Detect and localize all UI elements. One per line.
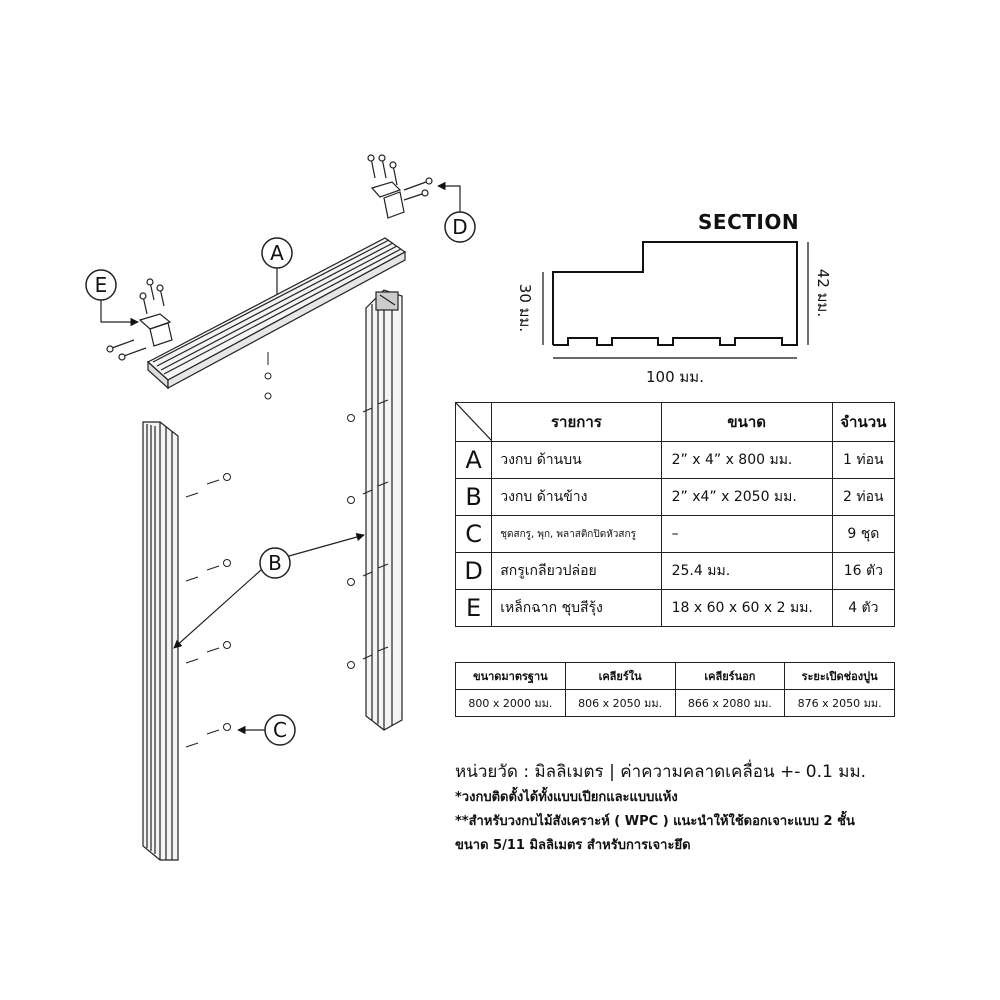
standard-size-table: ขนาดมาตรฐาน เคลียร์ใน เคลียร์นอก ระยะเปิ… — [455, 662, 895, 717]
row-letter: D — [454, 552, 493, 590]
section-profile — [552, 241, 798, 346]
std-value-inner-clearance: 806 x 2050 มม. — [564, 689, 676, 717]
row-qty: 1 ท่อน — [831, 441, 896, 479]
callout-a — [261, 237, 293, 295]
row-size: – — [660, 515, 833, 553]
std-value-standard: 800 x 2000 มม. — [455, 689, 566, 717]
callout-e-label: E — [95, 273, 108, 297]
callout-d-label: D — [452, 215, 467, 239]
hardware-d — [367, 154, 433, 219]
header-diagonal-cell — [454, 402, 493, 442]
row-qty: 16 ตัว — [831, 552, 896, 590]
callout-a-label: A — [270, 241, 284, 265]
table-row: E เหล็กฉาก ชุบสีรุ้ง 18 x 60 x 60 x 2 มม… — [454, 589, 896, 627]
install-note: *วงกบติดตั้งได้ทั้งแบบเปียกและแบบแห้ง — [455, 790, 678, 805]
hardware-e — [106, 278, 173, 361]
row-letter: C — [454, 515, 493, 553]
table-row: 800 x 2000 มม. 806 x 2050 มม. 866 x 2080… — [455, 689, 895, 717]
section-dimensions — [542, 242, 809, 359]
row-size: 2” x 4” x 800 มม. — [660, 441, 833, 479]
wpc-note: **สำหรับวงกบไม้สังเคราะห์ ( WPC ) แนะนำใ… — [455, 814, 855, 829]
std-value-outer-clearance: 866 x 2080 มม. — [674, 689, 786, 717]
header-qty: จำนวน — [831, 402, 896, 442]
std-header-standard: ขนาดมาตรฐาน — [455, 662, 566, 690]
right-screws — [347, 399, 389, 669]
left-side-frame-b — [142, 421, 179, 861]
center-screw — [264, 352, 272, 400]
row-qty: 9 ชุด — [831, 515, 896, 553]
callout-b — [173, 532, 365, 649]
right-side-frame-b — [365, 289, 403, 731]
header-item: รายการ — [491, 402, 662, 442]
std-header-outer-clearance: เคลียร์นอก — [674, 662, 786, 690]
callout-c-label: C — [273, 718, 287, 742]
table-row: D สกรูเกลียวปล่อย 25.4 มม. 16 ตัว — [454, 552, 896, 590]
row-qty: 4 ตัว — [831, 589, 896, 627]
std-value-opening: 876 x 2050 มม. — [784, 689, 895, 717]
callout-b-label: B — [268, 551, 282, 575]
row-letter: A — [454, 441, 493, 479]
row-letter: E — [454, 589, 493, 627]
std-table-header: ขนาดมาตรฐาน เคลียร์ใน เคลียร์นอก ระยะเปิ… — [455, 662, 895, 690]
table-row: B วงกบ ด้านข้าง 2” x4” x 2050 มม. 2 ท่อน — [454, 478, 896, 516]
row-size: 18 x 60 x 60 x 2 มม. — [660, 589, 833, 627]
row-item: วงกบ ด้านบน — [491, 441, 662, 479]
std-header-inner-clearance: เคลียร์ใน — [564, 662, 676, 690]
row-item: ชุดสกรู, พุก, พลาสติกปิดหัวสกรู — [491, 515, 662, 553]
callout-e — [85, 269, 139, 327]
row-item: เหล็กฉาก ชุบสีรุ้ง — [491, 589, 662, 627]
drill-size-note: ขนาด 5/11 มิลลิเมตร สำหรับการเจาะยึด — [455, 838, 691, 853]
left-screws — [185, 473, 231, 748]
table-row: C ชุดสกรู, พุก, พลาสติกปิดหัวสกรู – 9 ชุ… — [454, 515, 896, 553]
units-note: หน่วยวัด : มิลลิเมตร | ค่าความคลาดเคลื่อ… — [455, 762, 867, 782]
diagonal-line — [456, 403, 492, 441]
parts-table-header: รายการ ขนาด จำนวน — [454, 402, 896, 442]
std-header-opening: ระยะเปิดช่องปูน — [784, 662, 895, 690]
callout-d — [437, 181, 476, 243]
row-size: 2” x4” x 2050 มม. — [660, 478, 833, 516]
section-height-right: 42 มม. — [814, 269, 832, 317]
section-height-left: 30 มม. — [516, 284, 534, 332]
row-letter: B — [454, 478, 493, 516]
table-row: A วงกบ ด้านบน 2” x 4” x 800 มม. 1 ท่อน — [454, 441, 896, 479]
row-item: สกรูเกลียวปล่อย — [491, 552, 662, 590]
row-size: 25.4 มม. — [660, 552, 833, 590]
row-qty: 2 ท่อน — [831, 478, 896, 516]
row-item: วงกบ ด้านข้าง — [491, 478, 662, 516]
header-size: ขนาด — [660, 402, 833, 442]
section-title: SECTION — [698, 210, 800, 234]
section-width: 100 มม. — [646, 368, 704, 386]
parts-table: รายการ ขนาด จำนวน A วงกบ ด้านบน 2” x 4” … — [454, 402, 896, 627]
callout-c — [237, 714, 296, 746]
top-frame-a — [146, 237, 407, 390]
